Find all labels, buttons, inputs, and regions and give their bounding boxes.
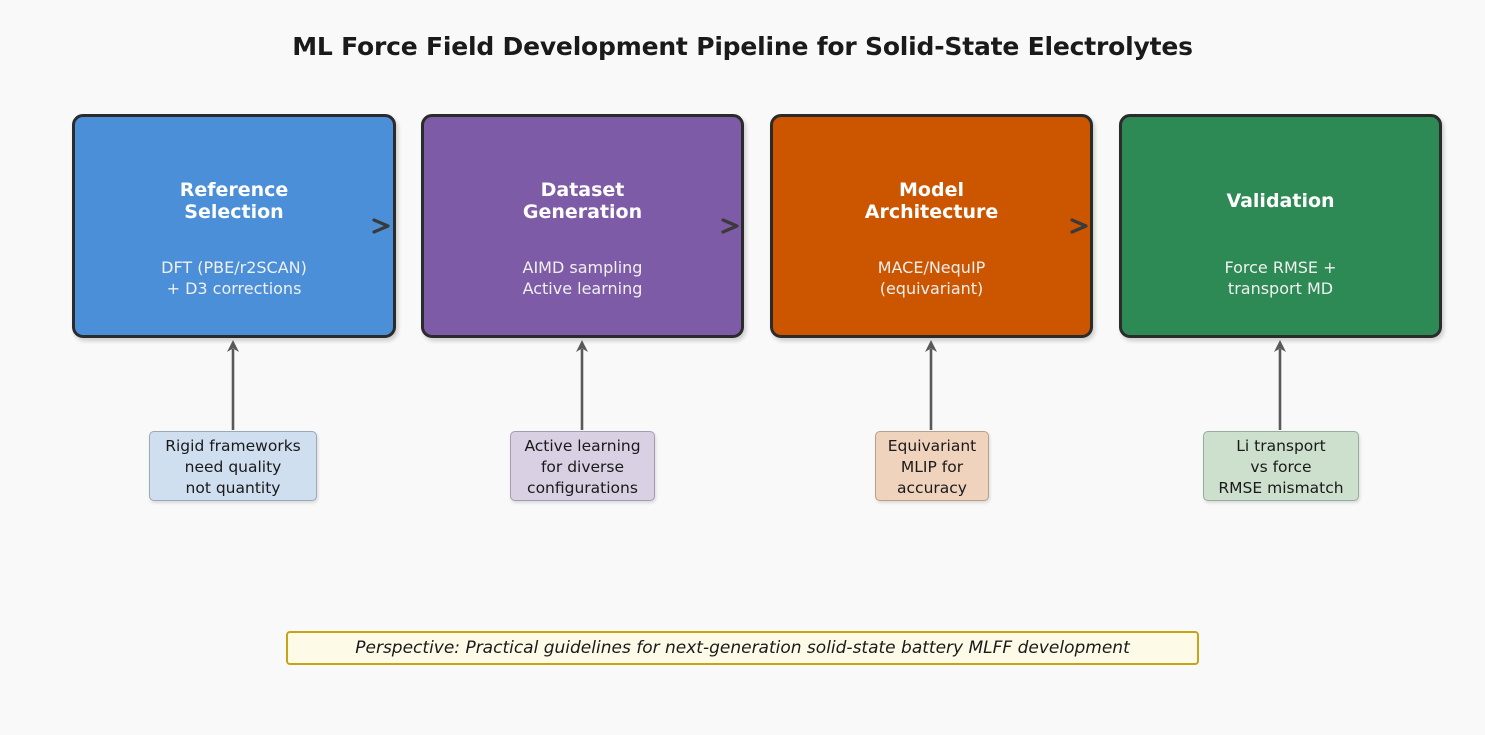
stage-subtitle-reference-selection: DFT (PBE/r2SCAN) + D3 corrections <box>161 258 307 298</box>
caption-text: Perspective: Practical guidelines for ne… <box>355 638 1130 658</box>
arrow-dataset-to-model-icon <box>721 217 743 235</box>
stage-title-dataset-generation: Dataset Generation <box>522 179 643 223</box>
page-title: ML Force Field Development Pipeline for … <box>292 32 1193 61</box>
note-li-transport[interactable]: Li transport vs force RMSE mismatch <box>1203 431 1359 501</box>
note-arrow-reference-icon <box>225 338 241 430</box>
stage-title-reference-selection: Reference Selection <box>179 179 289 223</box>
note-active-learning[interactable]: Active learning for diverse configuratio… <box>510 431 655 501</box>
note-arrow-validation-icon <box>1272 338 1288 430</box>
stage-subtitle-validation: Force RMSE + transport MD <box>1224 258 1337 298</box>
stage-subtitle-dataset-generation: AIMD sampling Active learning <box>522 258 643 298</box>
note-arrow-model-icon <box>923 338 939 430</box>
arrow-reference-to-dataset-icon <box>372 217 394 235</box>
arrow-model-to-validation-icon <box>1070 217 1092 235</box>
note-arrow-dataset-icon <box>574 338 590 430</box>
stage-title-model-architecture: Model Architecture <box>864 179 999 223</box>
note-rigid-frameworks[interactable]: Rigid frameworks need quality not quanti… <box>149 431 317 501</box>
perspective-caption: Perspective: Practical guidelines for ne… <box>286 631 1199 665</box>
note-equivariant-mlip[interactable]: Equivariant MLIP for accuracy <box>875 431 989 501</box>
stage-title-validation: Validation <box>1226 190 1335 212</box>
stage-subtitle-model-architecture: MACE/NequIP (equivariant) <box>877 258 986 298</box>
